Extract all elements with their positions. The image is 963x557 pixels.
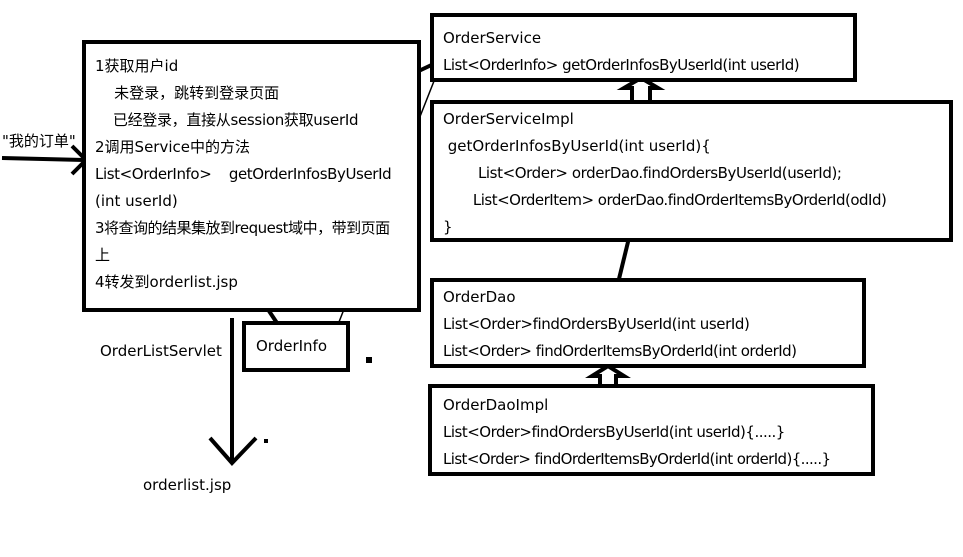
- order-dao-impl-box: OrderDaoImpl List<Order>findOrdersByUser…: [428, 384, 875, 476]
- orderlist-jsp-label: orderlist.jsp: [143, 476, 232, 494]
- servlet-line: 2调用Service中的方法: [95, 138, 250, 156]
- dao-impl-method: List<Order>findOrdersByUserId(int userId…: [443, 423, 785, 441]
- order-service-box: OrderService List<OrderInfo> getOrderInf…: [430, 13, 857, 82]
- order-service-method: List<OrderInfo> getOrderInfosByUserId(in…: [443, 56, 800, 74]
- impl-line: List<Order> orderDao.findOrdersByUserId(…: [443, 164, 842, 182]
- stray-dot: [264, 439, 268, 443]
- servlet-line: List<OrderInfo> getOrderInfosByUserId: [95, 165, 392, 183]
- servlet-line: 上: [95, 246, 111, 264]
- forward-arrow-head: [208, 436, 258, 466]
- servlet-line: 4转发到orderlist.jsp: [95, 273, 238, 291]
- servlet-box: 1获取用户id 未登录，跳转到登录页面 已经登录，直接从session获取use…: [82, 40, 421, 312]
- order-dao-box: OrderDao List<Order>findOrdersByUserId(i…: [430, 278, 866, 368]
- servlet-line: 3将查询的结果集放到request域中，带到页面: [95, 219, 390, 237]
- servlet-label: OrderListServlet: [100, 342, 222, 360]
- orderinfo-label: OrderInfo: [256, 337, 328, 355]
- impl-title: OrderServiceImpl: [443, 110, 574, 128]
- input-arrow-line: [1, 156, 85, 162]
- dao-impl-title: OrderDaoImpl: [443, 396, 549, 414]
- dao-method: List<Order>findOrdersByUserId(int userId…: [443, 315, 750, 333]
- impl-line: }: [443, 218, 453, 236]
- impl-line: getOrderInfosByUserId(int userId){: [443, 137, 711, 155]
- orderinfo-box: OrderInfo: [242, 321, 350, 372]
- stray-dot: [366, 357, 372, 363]
- dao-impl-method: List<Order> findOrderItemsByOrderId(int …: [443, 450, 831, 468]
- dao-title: OrderDao: [443, 288, 516, 306]
- servlet-line: 1获取用户id: [95, 57, 179, 75]
- servlet-line: 未登录，跳转到登录页面: [95, 84, 280, 102]
- order-service-impl-box: OrderServiceImpl getOrderInfosByUserId(i…: [430, 100, 953, 242]
- servlet-line: 已经登录，直接从session获取userId: [95, 111, 359, 129]
- servlet-line: (int userId): [95, 192, 178, 210]
- input-label: "我的订单": [2, 132, 76, 150]
- dao-implements-arrow: [585, 363, 631, 386]
- dao-method: List<Order> findOrderItemsByOrderId(int …: [443, 342, 797, 360]
- impl-line: List<OrderItem> orderDao.findOrderItemsB…: [443, 191, 887, 209]
- order-service-title: OrderService: [443, 29, 542, 47]
